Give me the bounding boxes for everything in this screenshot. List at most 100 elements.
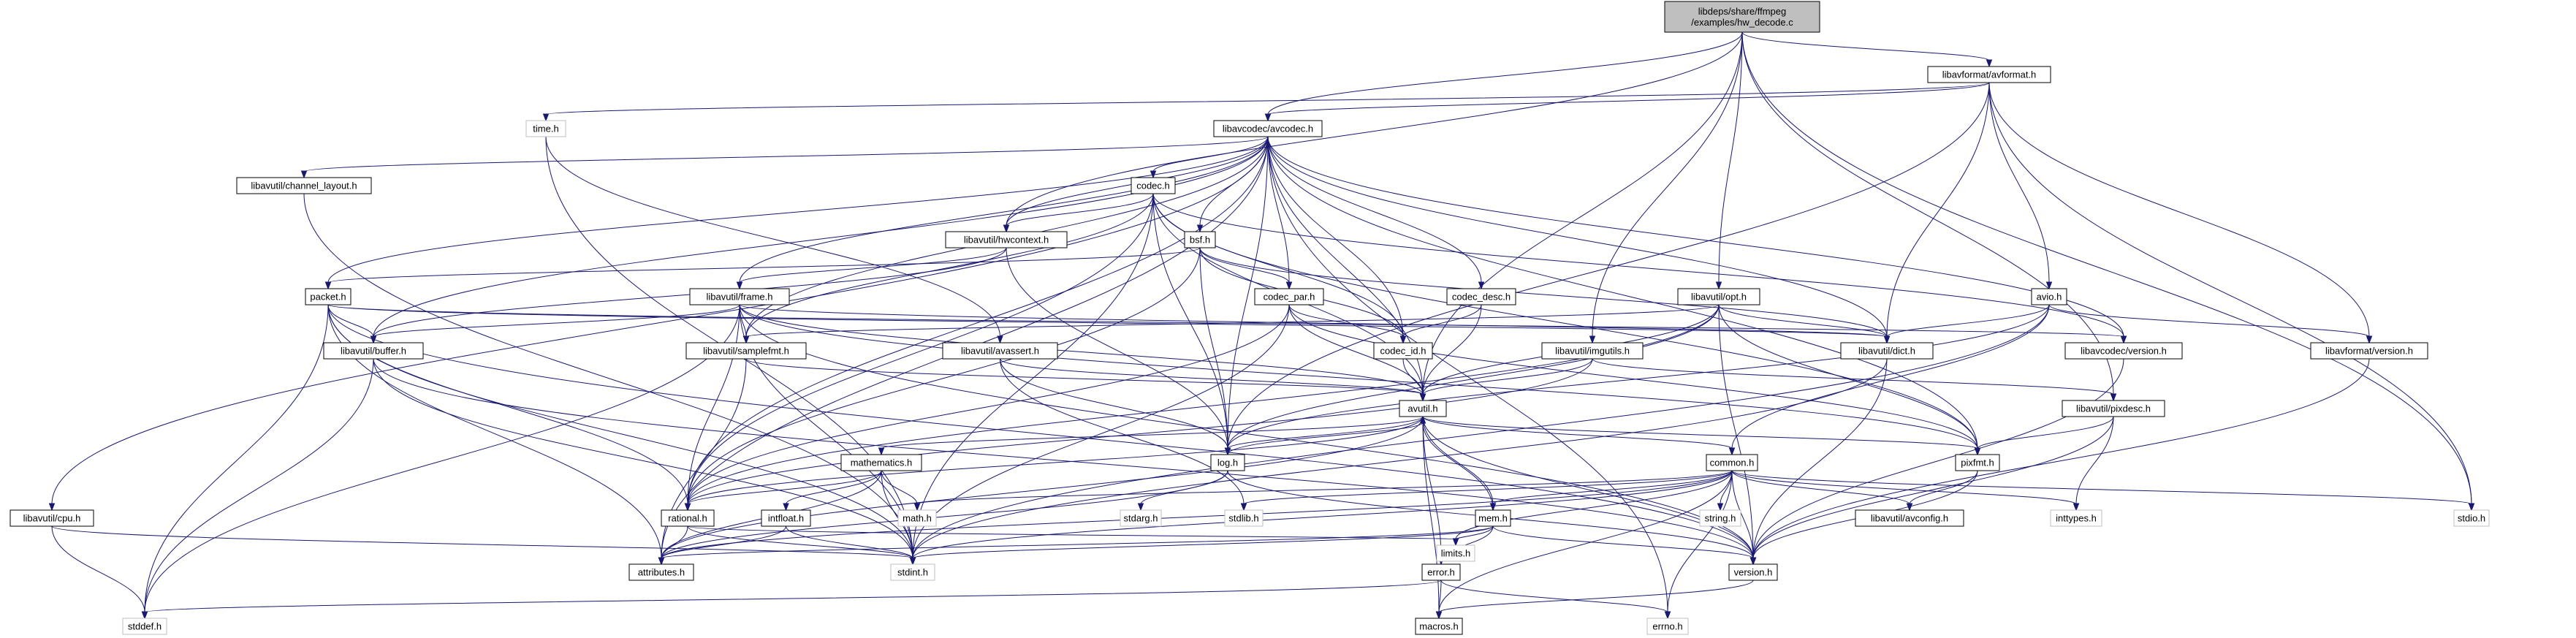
edge-mathematics-to-rational: [684, 470, 882, 512]
edge-packet-to-buffer: [327, 304, 377, 344]
edge-pixdesc-to-version: [1749, 416, 2114, 566]
node-label: log.h: [1217, 457, 1238, 468]
node-imgutils[interactable]: libavutil/imgutils.h: [1541, 342, 1644, 360]
node-avcodec[interactable]: libavcodec/avcodec.h: [1213, 120, 1323, 137]
node-label: codec_par.h: [1264, 292, 1315, 303]
dependency-edges: [48, 31, 2475, 620]
edge-avcodec-to-dict: [1267, 136, 1891, 344]
node-log[interactable]: log.h: [1210, 454, 1245, 471]
node-label: libavformat/avformat.h: [1942, 69, 2037, 80]
node-label: libavutil/avassert.h: [961, 346, 1039, 357]
node-label: codec.h: [1136, 181, 1170, 191]
node-time: time.h: [525, 120, 566, 137]
edge-packet-to-avcversion: [327, 304, 2127, 344]
node-label: mathematics.h: [851, 457, 913, 468]
node-label: libdeps/share/ffmpeg: [1698, 6, 1786, 17]
node-common[interactable]: common.h: [1706, 454, 1758, 471]
edge-frame-to-pixfmt: [739, 304, 1981, 456]
edge-bsf-to-codecpar: [1199, 247, 1293, 290]
node-macros[interactable]: macros.h: [1415, 618, 1463, 635]
node-attributes[interactable]: attributes.h: [628, 563, 694, 581]
node-label: libavutil/cpu.h: [23, 513, 81, 524]
node-cpu[interactable]: libavutil/cpu.h: [10, 509, 94, 527]
node-pixdesc[interactable]: libavutil/pixdesc.h: [2062, 400, 2165, 417]
edge-avcodec-to-codecpar: [1267, 136, 1293, 290]
node-buffer[interactable]: libavutil/buffer.h: [323, 342, 424, 360]
edge-avio-to-dict: [1883, 304, 2050, 344]
node-avio[interactable]: avio.h: [2031, 288, 2067, 305]
node-bsf[interactable]: bsf.h: [1184, 231, 1216, 248]
node-stdarg: stdarg.h: [1120, 509, 1162, 527]
node-label: libavcodec/avcodec.h: [1223, 124, 1313, 134]
node-avformat[interactable]: libavformat/avformat.h: [1927, 66, 2051, 83]
node-label: libavutil/dict.h: [1858, 346, 1915, 357]
edge-packet-to-dict: [327, 304, 1891, 344]
edge-common-to-math: [913, 470, 1733, 512]
edge-version-to-macros: [1435, 580, 1754, 620]
node-avcversion[interactable]: libavcodec/version.h: [2064, 342, 2183, 360]
node-mem[interactable]: mem.h: [1475, 509, 1511, 527]
node-root[interactable]: libdeps/share/ffmpeg/examples/hw_decode.…: [1664, 1, 1820, 33]
edge-root-to-avformat: [1741, 31, 1993, 68]
edge-avcodec-to-codecdesc: [1267, 136, 1485, 290]
node-codecpar[interactable]: codec_par.h: [1254, 288, 1324, 305]
node-chlayout[interactable]: libavutil/channel_layout.h: [236, 177, 372, 194]
node-version[interactable]: version.h: [1728, 563, 1778, 581]
node-error[interactable]: error.h: [1421, 563, 1461, 581]
edge-avformat-to-time: [542, 82, 1990, 122]
node-hwcontext[interactable]: libavutil/hwcontext.h: [945, 231, 1068, 248]
edge-root-to-opt: [1715, 31, 1743, 290]
node-avutil[interactable]: avutil.h: [1399, 400, 1447, 417]
edge-common-to-stdlib: [1240, 470, 1733, 512]
node-samplefmt[interactable]: libavutil/samplefmt.h: [685, 342, 807, 360]
node-packet[interactable]: packet.h: [305, 288, 352, 305]
node-label: libavutil/hwcontext.h: [964, 235, 1049, 246]
edge-imgutils-to-avutil: [1419, 358, 1593, 402]
edge-avcodec-to-avutil: [1267, 136, 1426, 402]
node-intfloat[interactable]: intfloat.h: [761, 509, 811, 527]
node-label: libavutil/samplefmt.h: [703, 346, 789, 357]
node-label: packet.h: [310, 292, 346, 303]
node-mathematics[interactable]: mathematics.h: [840, 454, 922, 471]
node-avconfig[interactable]: libavutil/avconfig.h: [1855, 509, 1964, 527]
node-dict[interactable]: libavutil/dict.h: [1840, 342, 1934, 360]
node-stdint: stdint.h: [890, 563, 935, 581]
node-avassert[interactable]: libavutil/avassert.h: [942, 342, 1058, 360]
node-frame[interactable]: libavutil/frame.h: [689, 288, 790, 305]
node-label: mem.h: [1478, 513, 1508, 524]
node-label: libavformat/version.h: [2325, 346, 2413, 357]
edge-mem-to-stdint: [909, 525, 1494, 566]
node-label: libavutil/frame.h: [706, 292, 772, 303]
node-label: codec_id.h: [1380, 346, 1426, 357]
node-label: bsf.h: [1190, 235, 1210, 246]
node-codecdesc[interactable]: codec_desc.h: [1446, 288, 1516, 305]
edge-avcodec-to-avcversion: [1267, 136, 2127, 344]
node-label: stdlib.h: [1228, 513, 1258, 524]
edge-chlayout-to-stdint: [303, 193, 916, 566]
node-label: libavutil/channel_layout.h: [251, 181, 357, 191]
node-codec[interactable]: codec.h: [1131, 177, 1176, 194]
node-rational[interactable]: rational.h: [661, 509, 715, 527]
node-label: time.h: [533, 124, 558, 134]
node-label: pixfmt.h: [1961, 457, 1994, 468]
edge-cpu-to-stddef: [51, 525, 148, 620]
node-pixfmt[interactable]: pixfmt.h: [1955, 454, 2000, 471]
edge-common-to-inttypes: [1731, 470, 2080, 512]
node-label: macros.h: [1419, 621, 1458, 632]
edge-cpu-to-stdint: [51, 525, 916, 566]
node-opt[interactable]: libavutil/opt.h: [1677, 288, 1760, 305]
node-avfversion[interactable]: libavformat/version.h: [2310, 342, 2428, 360]
node-codecid[interactable]: codec_id.h: [1373, 342, 1433, 360]
edge-root-to-avcodec: [1264, 31, 1743, 122]
node-limits: limits.h: [1436, 544, 1475, 562]
edge-avassert-to-stdlib: [1000, 358, 1247, 512]
node-label: string.h: [1705, 513, 1736, 524]
edge-mem-to-version: [1492, 525, 1757, 566]
node-label: codec_desc.h: [1452, 292, 1511, 303]
edge-error-to-stddef: [141, 580, 1442, 620]
edge-avcodec-to-chlayout: [300, 136, 1269, 179]
node-stddef: stddef.h: [122, 618, 167, 635]
edge-error-to-errno: [1440, 580, 1671, 620]
node-label: avio.h: [2037, 292, 2062, 303]
